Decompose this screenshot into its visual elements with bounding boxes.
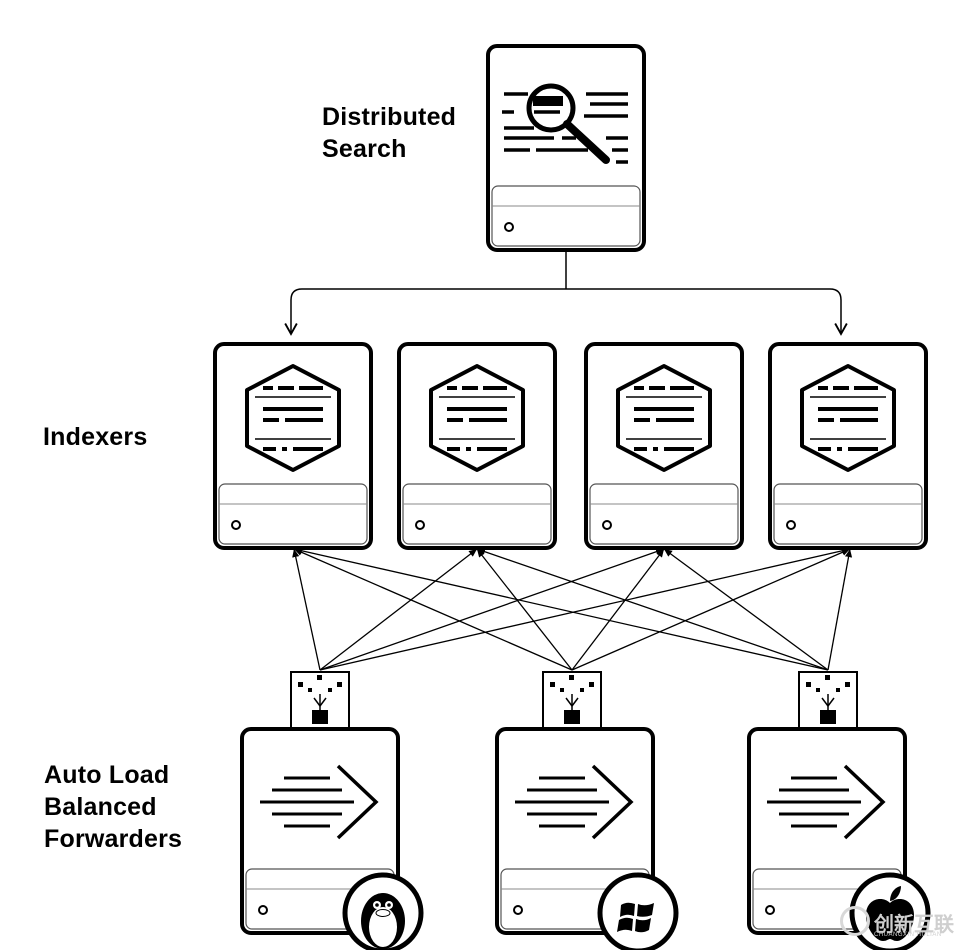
forwarders-label-line-1: Auto Load — [44, 761, 170, 789]
search-head-server — [486, 44, 646, 252]
forwarder-2 — [495, 671, 679, 950]
indexer-1 — [213, 342, 373, 550]
indexer-3 — [584, 342, 744, 550]
linux-penguin-icon — [342, 872, 424, 950]
indexer-2 — [397, 342, 557, 550]
connector-plug-icon — [798, 671, 858, 729]
hexagon-index-icon — [616, 364, 712, 472]
watermark-logo-icon — [840, 906, 870, 936]
hexagon-index-icon — [800, 364, 896, 472]
forwarders-label: Auto Load Balanced Forwarders — [44, 759, 182, 855]
windows-logo-icon — [597, 872, 679, 950]
hexagon-index-icon — [429, 364, 525, 472]
forwarder-1 — [240, 671, 424, 950]
distributed-search-label: Distributed Search — [322, 101, 456, 165]
forwarders-label-line-2: Balanced — [44, 793, 157, 821]
distributed-search-label-line-1: Distributed — [322, 103, 457, 131]
indexers-label-text: Indexers — [43, 423, 148, 451]
watermark: 创新互联 CHUANGXIN HULIAN — [838, 904, 968, 944]
forwarders-label-line-3: Forwarders — [44, 825, 183, 853]
load-balance-edges — [292, 547, 853, 671]
indexer-4 — [768, 342, 928, 550]
connector-plug-icon — [542, 671, 602, 729]
search-connector — [284, 250, 848, 336]
distributed-search-label-line-2: Search — [322, 135, 407, 163]
indexers-label: Indexers — [43, 421, 147, 453]
watermark-text: 创新互联 — [874, 914, 954, 936]
watermark-subtext: CHUANGXIN HULIAN — [874, 932, 942, 938]
connector-plug-icon — [290, 671, 350, 729]
magnifier-document-icon — [502, 83, 628, 164]
hexagon-index-icon — [245, 364, 341, 472]
